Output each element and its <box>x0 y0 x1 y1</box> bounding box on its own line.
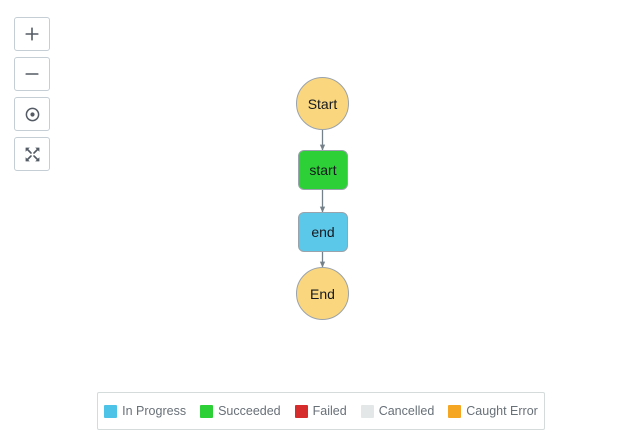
legend-swatch-cancelled <box>360 404 374 418</box>
graph-edges <box>319 130 326 268</box>
legend-label: Cancelled <box>378 404 435 418</box>
zoom-in-button[interactable] <box>14 17 50 51</box>
legend-swatch-failed <box>294 404 308 418</box>
minus-icon <box>24 66 40 82</box>
legend-swatch-succeeded <box>200 404 214 418</box>
status-legend: In Progress Succeeded Failed Cancelled C… <box>97 392 545 430</box>
graph-node-label: Start <box>307 95 338 112</box>
legend-label: In Progress <box>122 404 187 418</box>
graph-node-start-terminal[interactable]: Start <box>296 77 349 130</box>
zoom-out-button[interactable] <box>14 57 50 91</box>
fit-to-screen-icon <box>24 146 41 163</box>
target-icon <box>24 106 41 123</box>
graph-node-label: start <box>309 162 337 178</box>
fit-to-screen-button[interactable] <box>14 137 50 171</box>
graph-node-start-state[interactable]: start <box>298 150 348 190</box>
graph-node-label: End <box>310 285 335 302</box>
legend-label: Failed <box>312 404 347 418</box>
graph-node-end-state[interactable]: end <box>298 212 348 252</box>
legend-item-cancelled: Cancelled <box>360 404 435 418</box>
legend-swatch-caught-error <box>448 404 462 418</box>
zoom-controls-toolbar <box>14 17 50 171</box>
legend-item-caught-error: Caught Error <box>448 404 538 418</box>
plus-icon <box>24 26 40 42</box>
state-machine-graph: Start start end End <box>296 77 349 320</box>
legend-item-failed: Failed <box>294 404 347 418</box>
legend-item-in-progress: In Progress <box>104 404 186 418</box>
legend-swatch-in-progress <box>104 404 118 418</box>
graph-node-end-terminal[interactable]: End <box>296 267 349 320</box>
graph-node-label: end <box>311 224 335 240</box>
center-view-button[interactable] <box>14 97 50 131</box>
legend-label: Succeeded <box>218 404 281 418</box>
legend-label: Caught Error <box>466 404 538 418</box>
legend-item-succeeded: Succeeded <box>200 404 281 418</box>
